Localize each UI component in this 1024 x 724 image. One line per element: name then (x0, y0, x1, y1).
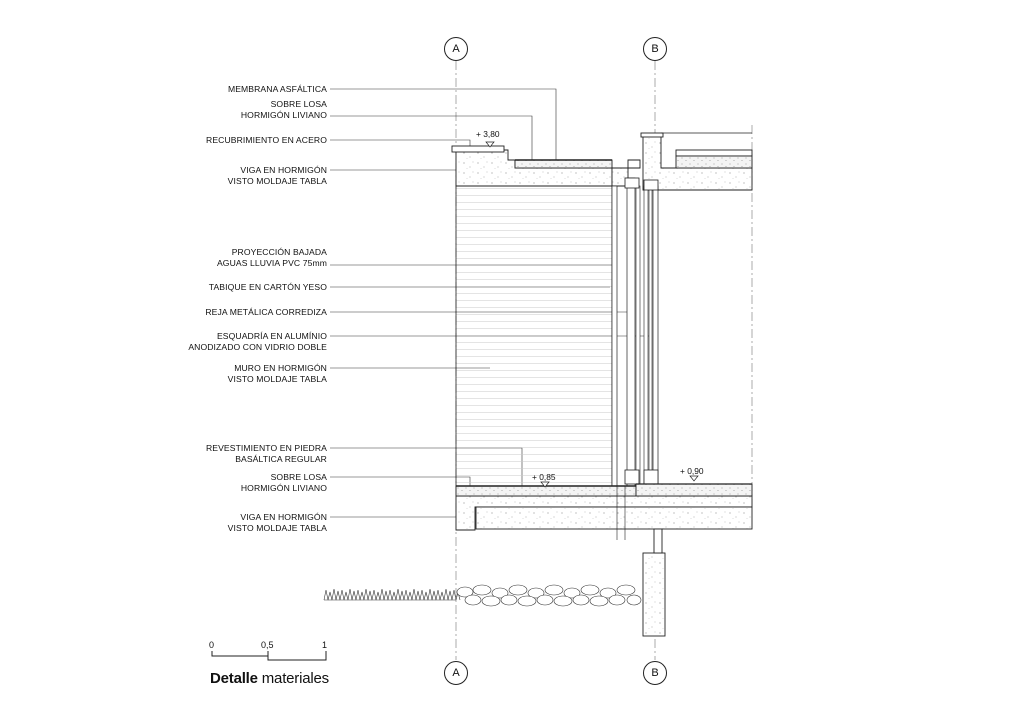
label-line: VIGA EN HORMIGÓN (240, 165, 327, 175)
label-line: TABIQUE EN CARTÓN YESO (208, 282, 327, 292)
level-markers (485, 141, 699, 488)
title-rest: materiales (257, 670, 329, 687)
roof-slab (451, 145, 641, 187)
concrete-wall (455, 185, 613, 487)
label-line: REVESTIMIENTO EN PIEDRA (205, 443, 327, 453)
label-muro: MURO EN HORMIGÓN VISTO MOLDAJE TABLA (228, 363, 327, 385)
label-line: SOBRE LOSA (270, 99, 327, 109)
foundation-wall (616, 486, 666, 637)
label-line: VISTO MOLDAJE TABLA (227, 523, 327, 533)
level-roof: + 3,80 (476, 129, 500, 139)
ground-grass (323, 588, 461, 601)
drawing-title: Detalle materiales (210, 670, 329, 687)
level-exterior: + 0,90 (680, 466, 704, 476)
label-line: VIGA EN HORMIGÓN (240, 512, 327, 522)
scale-zero: 0 (209, 640, 215, 650)
label-tabique: TABIQUE EN CARTÓN YESO (209, 282, 327, 293)
label-line: AGUAS LLUVIA PVC 75mm (216, 258, 327, 268)
label-esquadria: ESQUADRÍA EN ALUMÍNIO ANODIZADO CON VIDR… (188, 331, 327, 353)
label-viga-top: VIGA EN HORMIGÓN VISTO MOLDAJE TABLA (228, 165, 327, 187)
label-sobre-losa-bottom: SOBRE LOSA HORMIGÓN LIVIANO (241, 472, 327, 494)
label-membrana: MEMBRANA ASFÁLTICA (228, 84, 327, 95)
label-reja: REJA METÁLICA CORREDIZA (205, 307, 327, 318)
window-frames (611, 177, 659, 487)
label-line: ANODIZADO CON VIDRIO DOBLE (188, 342, 327, 352)
label-line: SOBRE LOSA (270, 472, 327, 482)
floor-slab (455, 483, 753, 531)
label-line: REJA METÁLICA CORREDIZA (205, 307, 327, 317)
ground-gravel (456, 584, 642, 607)
label-viga-bottom: VIGA EN HORMIGÓN VISTO MOLDAJE TABLA (228, 512, 327, 534)
label-recubrimiento: RECUBRIMIENTO EN ACERO (206, 135, 327, 146)
label-line: MURO EN HORMIGÓN (234, 363, 327, 373)
level-floor: + 0,85 (532, 472, 556, 482)
label-line: HORMIGÓN LIVIANO (240, 110, 327, 120)
scale-half: 0,5 (261, 640, 274, 650)
scale-bar (211, 651, 327, 661)
roof-beam-b (640, 132, 753, 191)
label-line: HORMIGÓN LIVIANO (240, 483, 327, 493)
label-line: RECUBRIMIENTO EN ACERO (206, 135, 327, 145)
axis-b-top: B (643, 37, 667, 61)
label-line: BASÁLTICA REGULAR (235, 454, 327, 464)
label-sobre-losa-top: SOBRE LOSA HORMIGÓN LIVIANO (241, 99, 327, 121)
label-line: ESQUADRÍA EN ALUMÍNIO (216, 331, 327, 341)
axis-a-top: A (444, 37, 468, 61)
label-line: VISTO MOLDAJE TABLA (227, 374, 327, 384)
label-line: PROYECCIÓN BAJADA (231, 247, 327, 257)
label-revestimiento: REVESTIMIENTO EN PIEDRA BASÁLTICA REGULA… (206, 443, 327, 465)
scale-one: 1 (322, 640, 328, 650)
axis-b-bottom: B (643, 661, 667, 685)
label-proyeccion: PROYECCIÓN BAJADA AGUAS LLUVIA PVC 75mm (217, 247, 327, 269)
label-line: MEMBRANA ASFÁLTICA (227, 84, 327, 94)
axis-a-bottom: A (444, 661, 468, 685)
label-line: VISTO MOLDAJE TABLA (227, 176, 327, 186)
title-bold: Detalle (210, 670, 258, 687)
